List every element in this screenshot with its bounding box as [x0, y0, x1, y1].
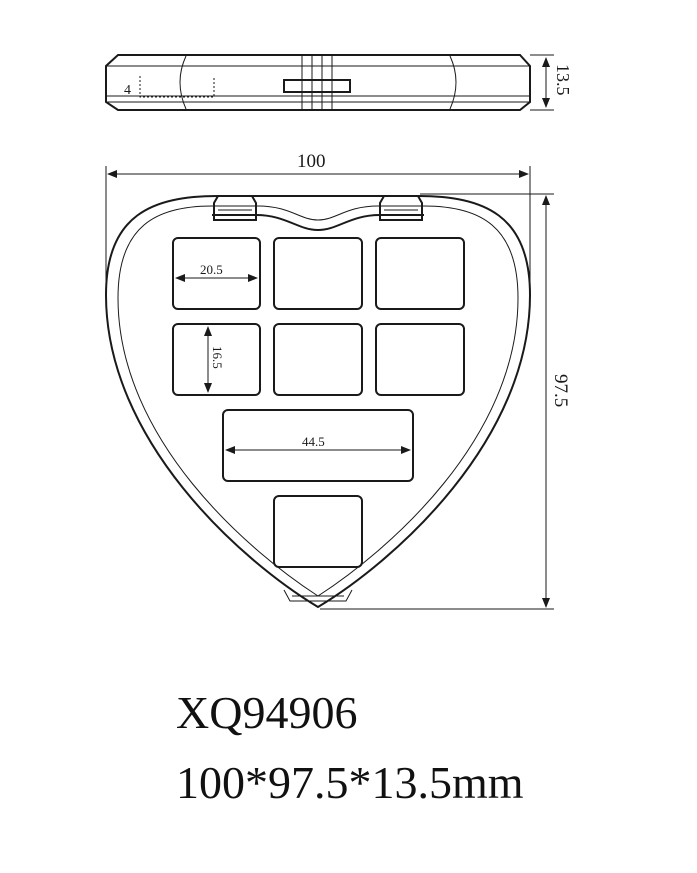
- top-view: 100 97.5 20.5 16.5 44.5: [104, 151, 571, 610]
- cell-height-label: 16.5: [210, 346, 225, 369]
- pan-cell-2: [273, 237, 363, 310]
- side-view-clasp: [283, 79, 351, 93]
- heart-inner-outline: [117, 205, 519, 597]
- side-view-left-curve: [179, 55, 187, 110]
- bottom-clasp: [283, 589, 353, 602]
- pan-cell-1: [172, 237, 261, 310]
- lid-depth-indicator: [139, 76, 215, 98]
- side-view-hinge: [301, 54, 333, 111]
- wide-cell-width-label: 44.5: [302, 434, 325, 449]
- right-hinge: [379, 195, 423, 221]
- pan-cell-wide: [222, 409, 414, 482]
- pan-cell-5: [273, 323, 363, 396]
- thickness-label: 13.5: [553, 64, 573, 96]
- heart-top-notch: [212, 214, 424, 232]
- side-view: 4 13.5: [105, 54, 573, 111]
- product-size: 100*97.5*13.5mm: [176, 757, 524, 808]
- height-label: 97.5: [550, 374, 571, 407]
- side-view-right-curve: [449, 55, 457, 110]
- width-label: 100: [297, 151, 326, 172]
- product-model: XQ94906: [176, 687, 358, 738]
- pan-cell-bottom: [273, 495, 363, 568]
- pan-cell-4: [172, 323, 261, 396]
- cell-width-label: 20.5: [200, 262, 223, 277]
- lid-depth-label: 4: [124, 83, 131, 98]
- pan-cell-6: [375, 323, 465, 396]
- left-hinge: [213, 195, 257, 221]
- side-view-outline: [105, 54, 531, 111]
- heart-outer-outline: [104, 195, 532, 609]
- pan-cell-3: [375, 237, 465, 310]
